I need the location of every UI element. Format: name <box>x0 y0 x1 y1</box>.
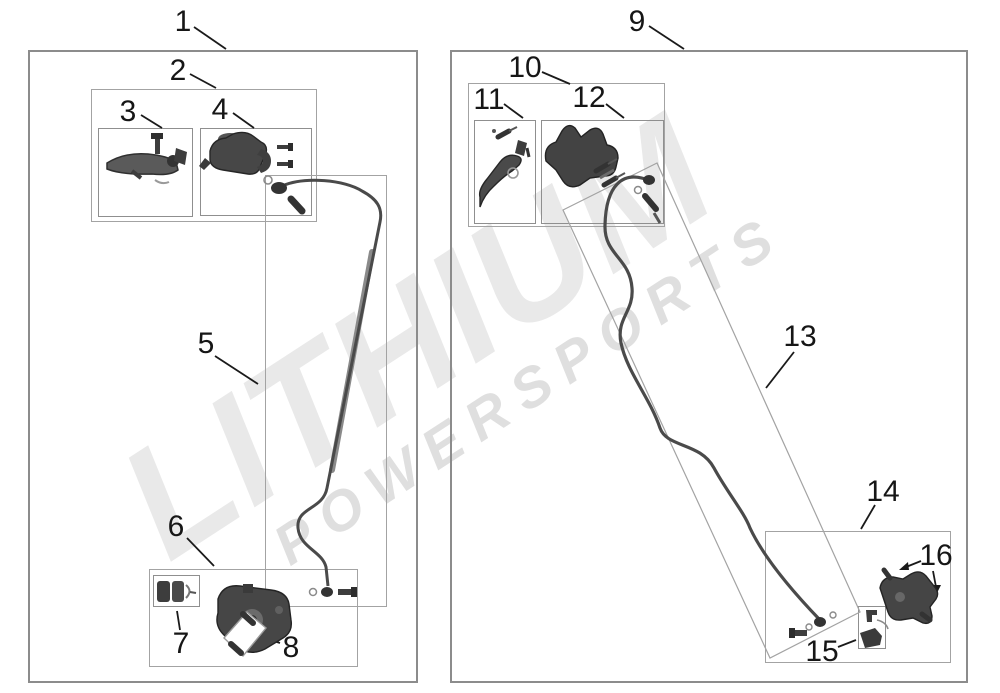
rear-bracket-box <box>858 606 886 649</box>
callout-7: 7 <box>172 627 190 660</box>
callout-5: 5 <box>197 327 215 360</box>
front-caliper-group-box <box>149 569 358 667</box>
front-lever-group-box <box>91 89 317 222</box>
front-master-cylinder-box <box>200 128 312 216</box>
callout-13: 13 <box>783 320 817 353</box>
callout-12: 12 <box>572 81 606 114</box>
front-lever-box <box>98 128 193 217</box>
callout-10: 10 <box>508 51 542 84</box>
front-hose-box <box>265 175 387 607</box>
callout-4: 4 <box>211 93 229 126</box>
callout-14: 14 <box>866 475 900 508</box>
front-brake-pads-box <box>153 575 200 607</box>
callout-16: 16 <box>919 539 953 572</box>
callout-3: 3 <box>119 95 137 128</box>
leader-1 <box>193 26 227 50</box>
front-brake-panel <box>28 50 418 683</box>
callout-8: 8 <box>282 631 300 664</box>
callout-6: 6 <box>167 510 185 543</box>
callout-11: 11 <box>473 83 505 116</box>
callout-9: 9 <box>628 5 646 38</box>
callout-15: 15 <box>805 635 839 668</box>
rear-lever-box <box>474 120 536 224</box>
callout-2: 2 <box>169 54 187 87</box>
rear-master-cylinder-box <box>541 120 664 224</box>
rear-brake-panel <box>450 50 968 683</box>
callout-1: 1 <box>174 5 192 38</box>
leader-9 <box>648 25 685 50</box>
